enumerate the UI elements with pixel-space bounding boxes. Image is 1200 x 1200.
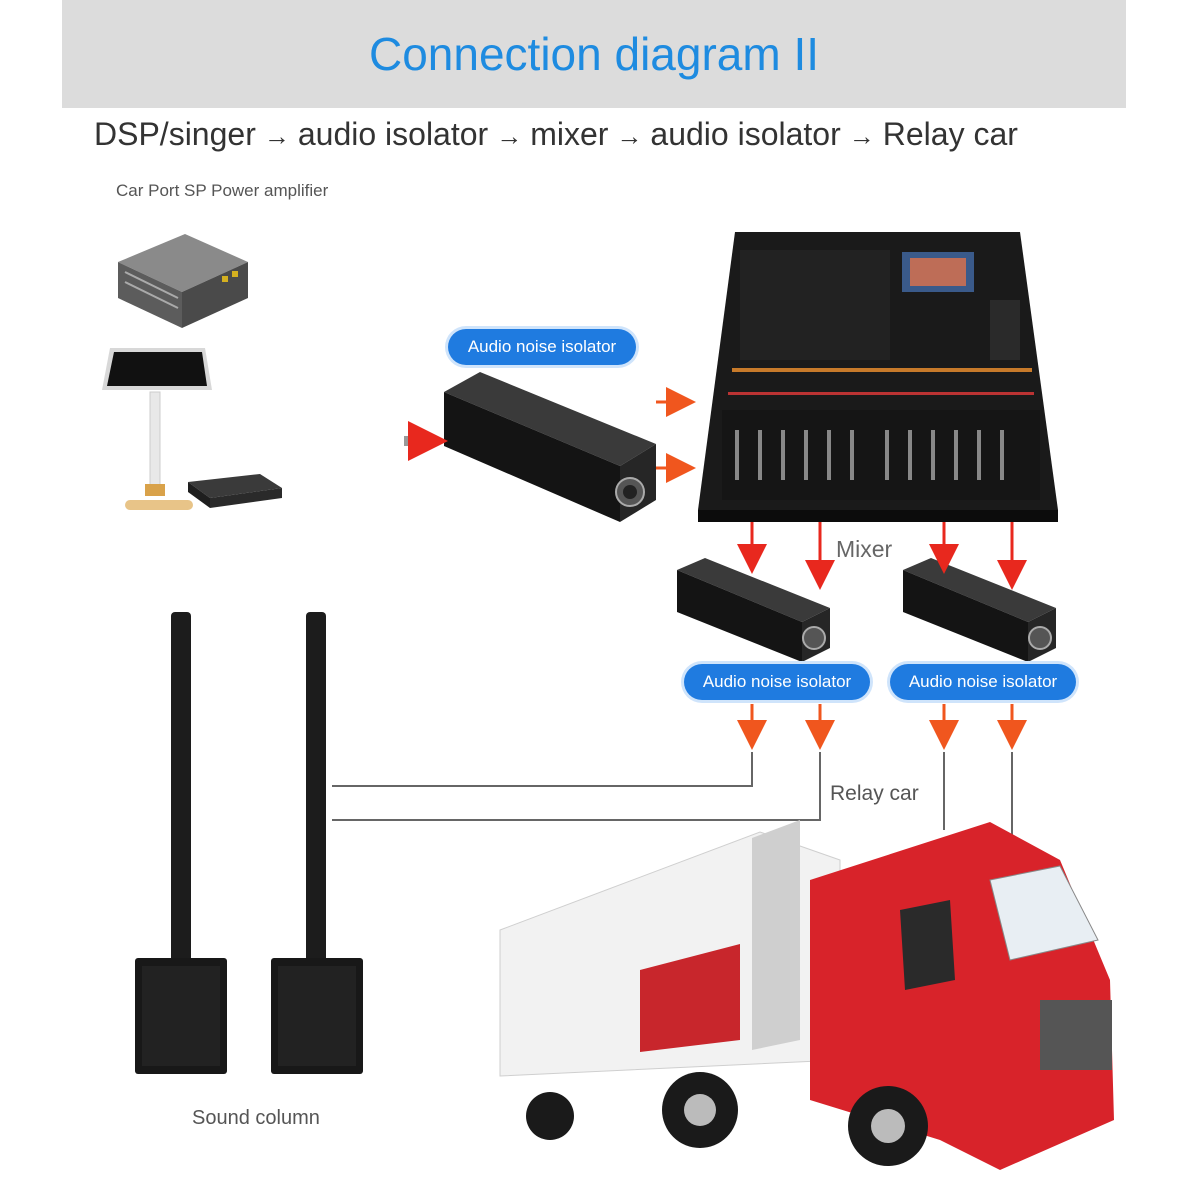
- page-title: Connection diagram II: [368, 28, 820, 80]
- isolator-pill-left: Audio noise isolator: [684, 664, 870, 700]
- relay-car-label: Relay car: [830, 782, 919, 805]
- signal-flow: DSP/singer→audio isolator→mixer→audio is…: [94, 116, 1134, 160]
- power-amplifier: [118, 234, 248, 328]
- amplifier-label: Car Port SP Power amplifier: [116, 181, 329, 200]
- audio-isolator-right: [903, 558, 1056, 662]
- flow-arrow: →: [496, 121, 523, 151]
- sound-column-label: Sound column: [192, 1107, 320, 1129]
- isolator-pill-right: Audio noise isolator: [890, 664, 1076, 700]
- flow-step: Relay car: [882, 116, 1018, 152]
- mixer-label: Mixer: [836, 536, 893, 562]
- relay-truck: [499, 820, 1114, 1170]
- sound-column-right: [271, 612, 363, 1074]
- flow-arrow: →: [848, 121, 875, 151]
- flow-step: audio isolator: [297, 116, 489, 152]
- signal-arrows: [408, 387, 1027, 750]
- sound-column-left: [135, 612, 227, 1074]
- audio-isolator-left: [677, 558, 830, 662]
- flow-step: audio isolator: [650, 116, 841, 152]
- mixer-console: [698, 232, 1058, 522]
- flow-step: DSP/singer: [94, 116, 256, 152]
- title-bar: Connection diagram II: [62, 0, 1126, 108]
- flow-arrow: →: [263, 121, 290, 151]
- set-top-box: [188, 474, 282, 508]
- flow-step: mixer: [530, 116, 609, 152]
- connection-cables: [332, 752, 1013, 840]
- audio-isolator-main: [404, 372, 656, 522]
- isolator-pill-main: Audio noise isolator: [448, 329, 636, 365]
- tablet-stand: [102, 348, 212, 510]
- flow-arrow: →: [616, 121, 643, 151]
